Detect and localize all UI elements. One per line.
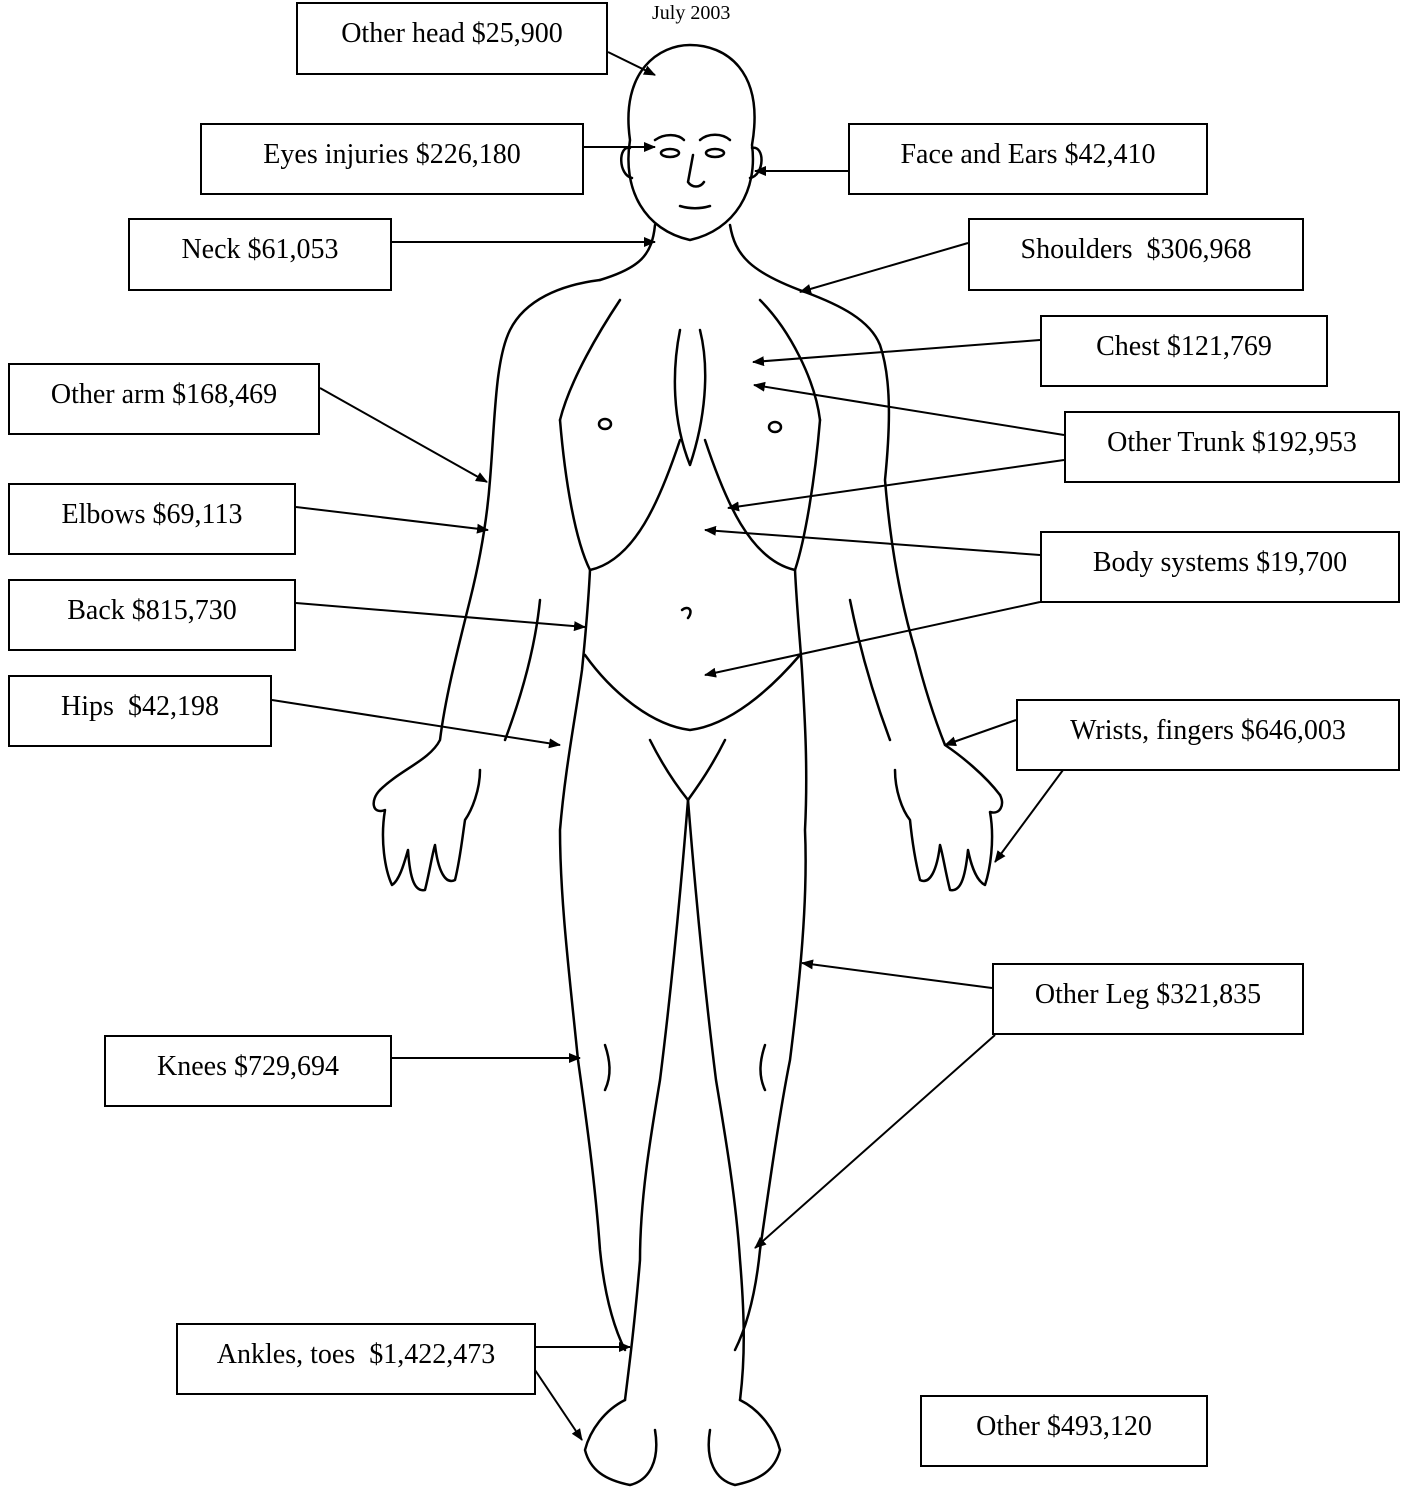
mouth [680,206,710,208]
arrow-shoulders [800,243,968,292]
arrow-other-leg-2 [755,1035,995,1248]
right-inner-leg [688,800,744,1400]
label-other-arm: Other arm $168,469 [8,363,320,435]
label-knees: Knees $729,694 [104,1035,392,1107]
label-body-systems: Body systems $19,700 [1040,531,1400,603]
label-eyes-injuries: Eyes injuries $226,180 [200,123,584,195]
arrow-other-leg-1 [802,963,992,988]
label-elbows: Elbows $69,113 [8,483,296,555]
left-ribcage [590,440,680,570]
label-chest: Chest $121,769 [1040,315,1328,387]
arrow-other-trunk-2 [728,460,1064,508]
right-hand [895,770,1002,890]
arrow-other-arm [320,388,487,482]
label-shoulders: Shoulders $306,968 [968,218,1304,291]
arrow-wrists-2 [995,770,1063,862]
arrow-elbows [296,507,488,530]
left-shoulder-arm [380,280,600,790]
arrow-wrists-1 [945,720,1016,745]
left-hand [374,770,480,890]
left-nipple [599,419,611,429]
navel [682,608,690,618]
head-outline [628,45,754,240]
pelvis-line [585,655,800,730]
label-other-leg: Other Leg $321,835 [992,963,1304,1035]
label-back: Back $815,730 [8,579,296,651]
nose [688,155,704,187]
right-shoulder-arm [805,292,1000,795]
right-inner-arm [850,600,890,740]
left-eye [661,149,679,157]
label-ankles-toes: Ankles, toes $1,422,473 [176,1323,536,1395]
right-knee [760,1045,765,1090]
right-eye [706,149,724,157]
right-foot [709,1400,780,1485]
arrow-back [296,603,585,627]
left-torso-side [560,420,625,1350]
label-other-head: Other head $25,900 [296,2,608,75]
left-foot [585,1400,656,1485]
left-knee [605,1045,610,1090]
neck-right [730,225,805,292]
label-other: Other $493,120 [920,1395,1208,1467]
groin [650,740,725,800]
neck-left [600,225,655,280]
chest-line-left [560,300,620,420]
left-eyebrow [655,135,684,140]
label-face-and-ears: Face and Ears $42,410 [848,123,1208,195]
label-wrists-fingers: Wrists, fingers $646,003 [1016,699,1400,771]
left-inner-leg [625,800,688,1400]
right-nipple [769,422,781,432]
arrow-ankles-2 [535,1370,582,1440]
arrow-other-trunk-1 [754,385,1064,435]
arrow-body-systems-2 [705,602,1040,675]
right-torso-side [735,420,820,1350]
label-other-trunk: Other Trunk $192,953 [1064,411,1400,483]
label-hips: Hips $42,198 [8,675,272,747]
label-neck: Neck $61,053 [128,218,392,291]
right-eyebrow [700,135,730,140]
